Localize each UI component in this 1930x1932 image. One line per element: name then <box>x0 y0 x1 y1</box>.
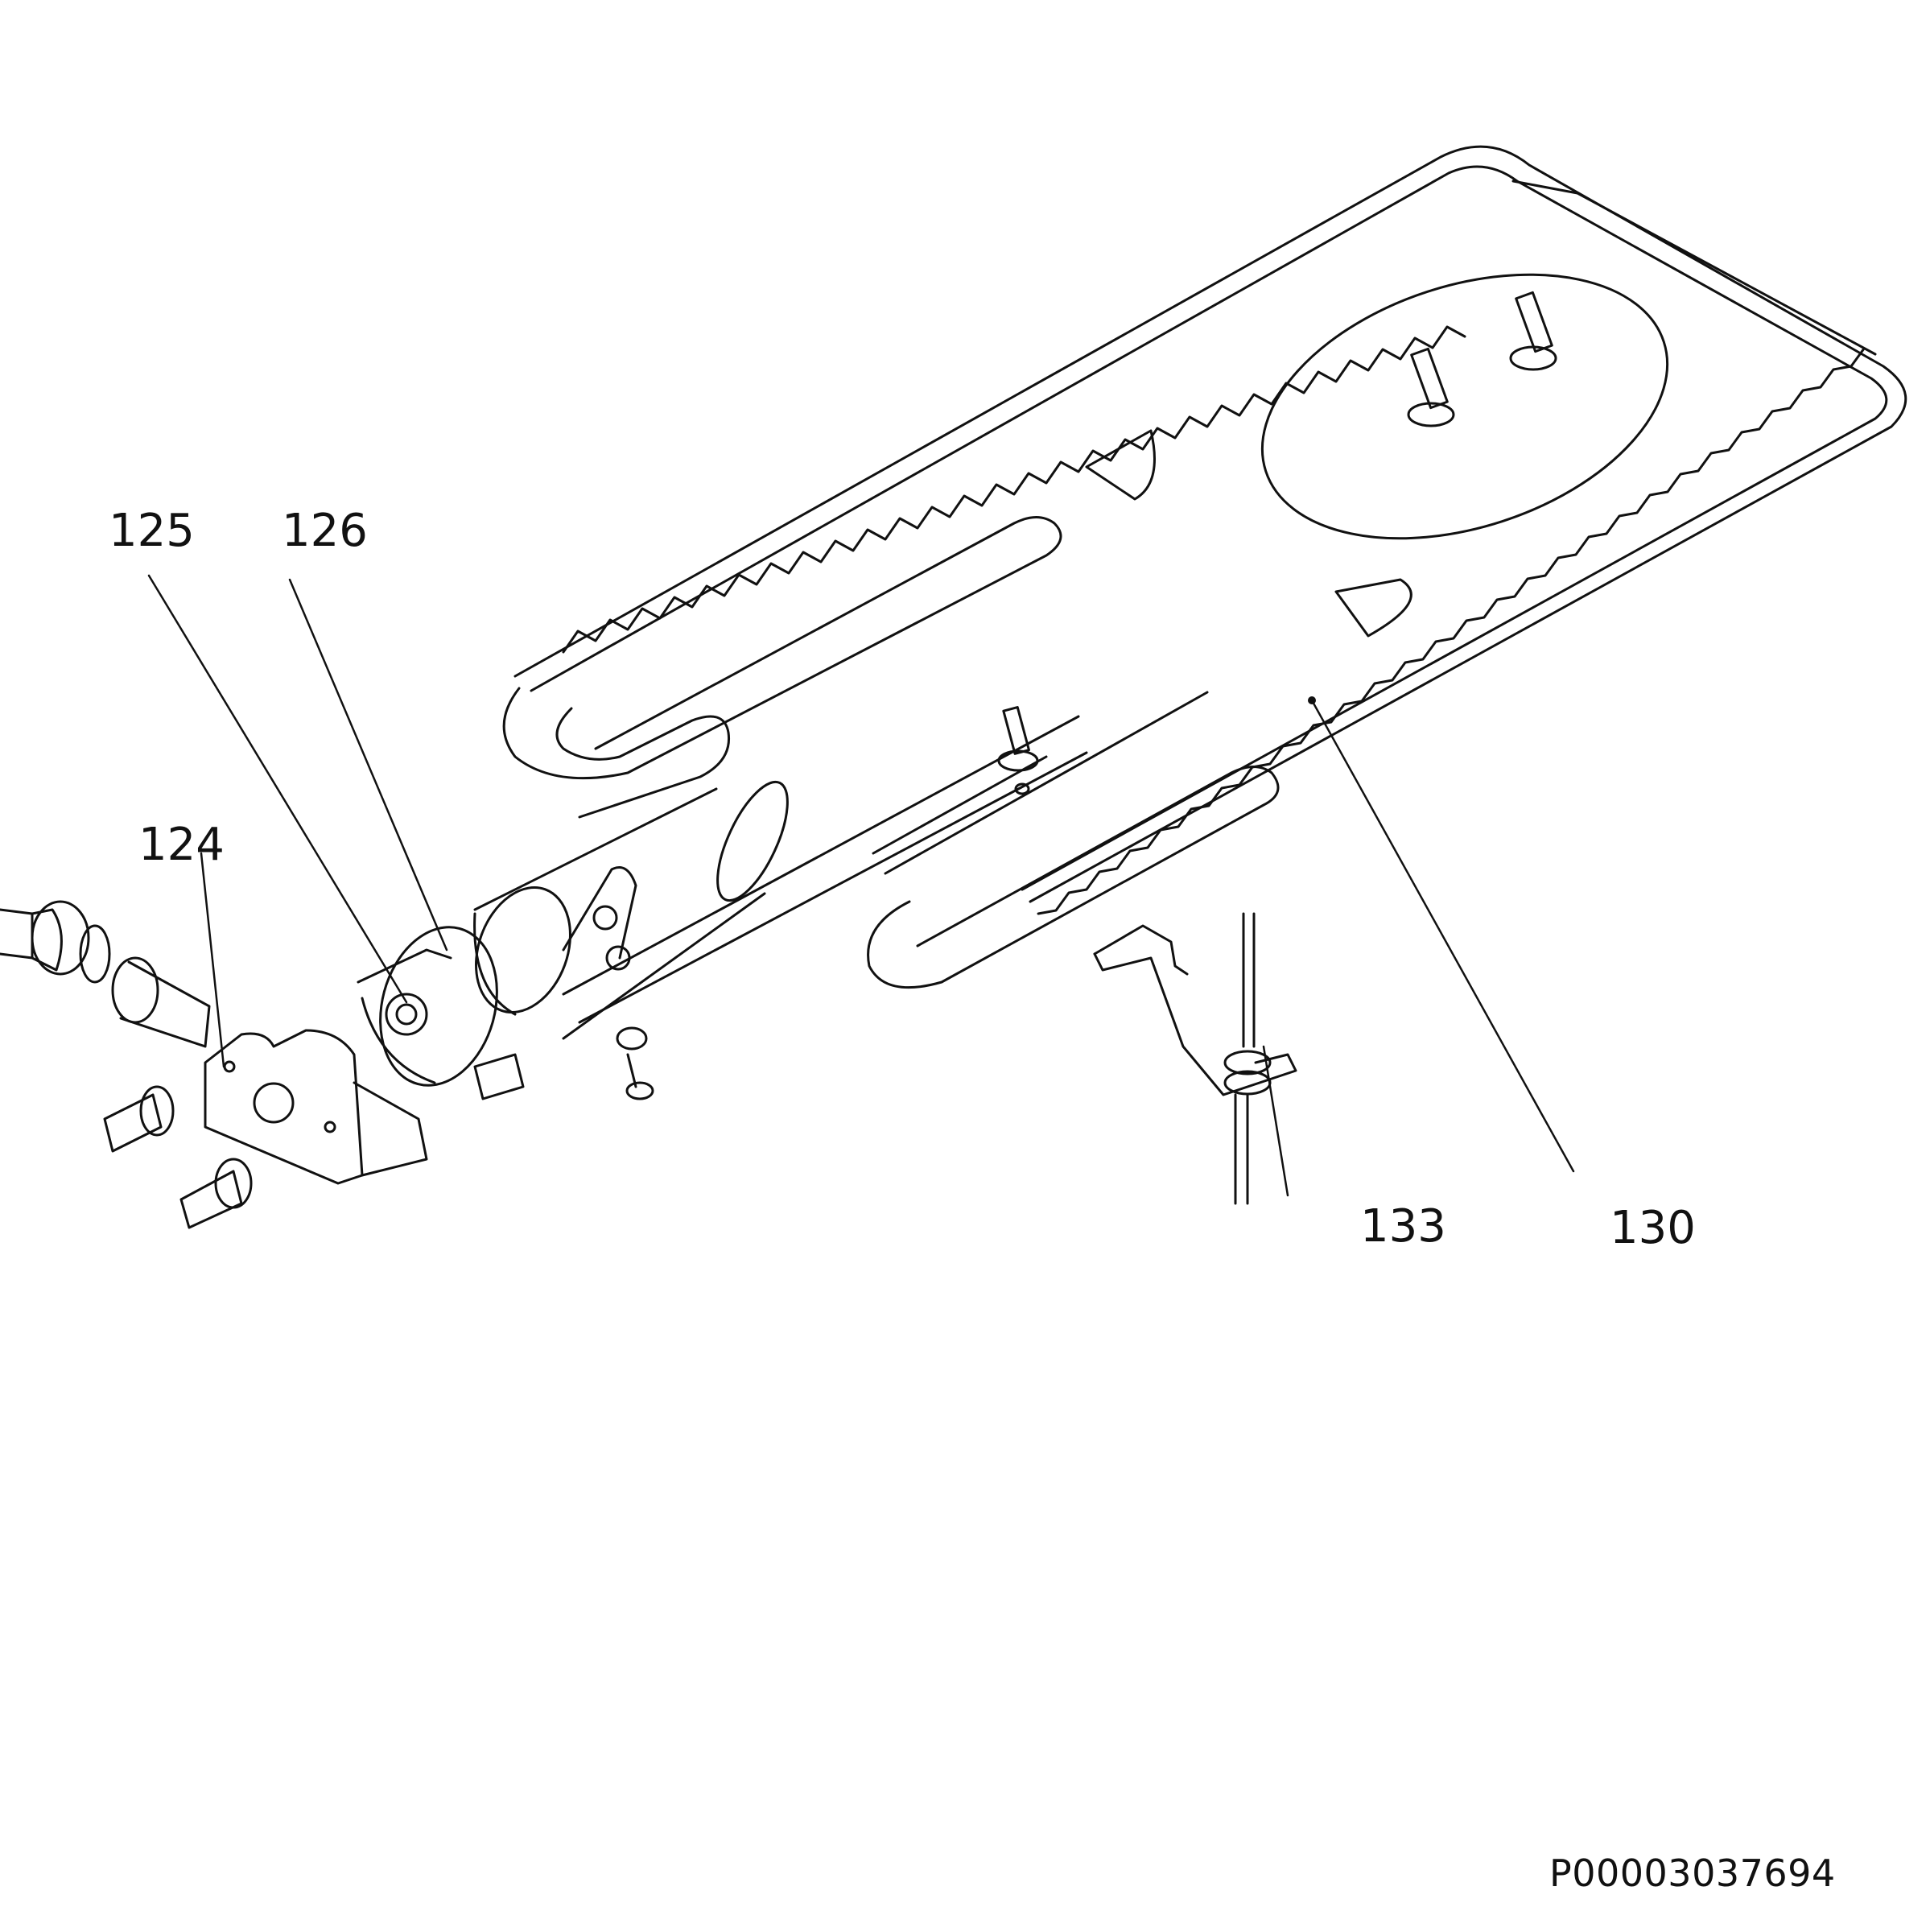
part-label-130: 130 <box>1610 1202 1696 1254</box>
thermocouple-bracket <box>1095 914 1296 1203</box>
injector-cap <box>358 914 523 1099</box>
part-label-133: 133 <box>1360 1200 1446 1253</box>
part-label-124: 124 <box>138 819 225 871</box>
drawing-code: P00003037694 <box>1549 1852 1836 1895</box>
part-label-125: 125 <box>109 505 195 557</box>
gas-pipe-fitting <box>0 902 209 1046</box>
burner-tray <box>504 147 1906 1022</box>
center-screw <box>999 708 1037 794</box>
part-label-126: 126 <box>282 505 368 557</box>
leader-lines <box>149 576 1573 1195</box>
burner-tube <box>460 773 802 1038</box>
plate-screw <box>1408 292 1556 426</box>
leader-dot <box>1308 696 1316 704</box>
bolt <box>105 1028 653 1228</box>
mounting-bracket <box>205 1030 427 1183</box>
